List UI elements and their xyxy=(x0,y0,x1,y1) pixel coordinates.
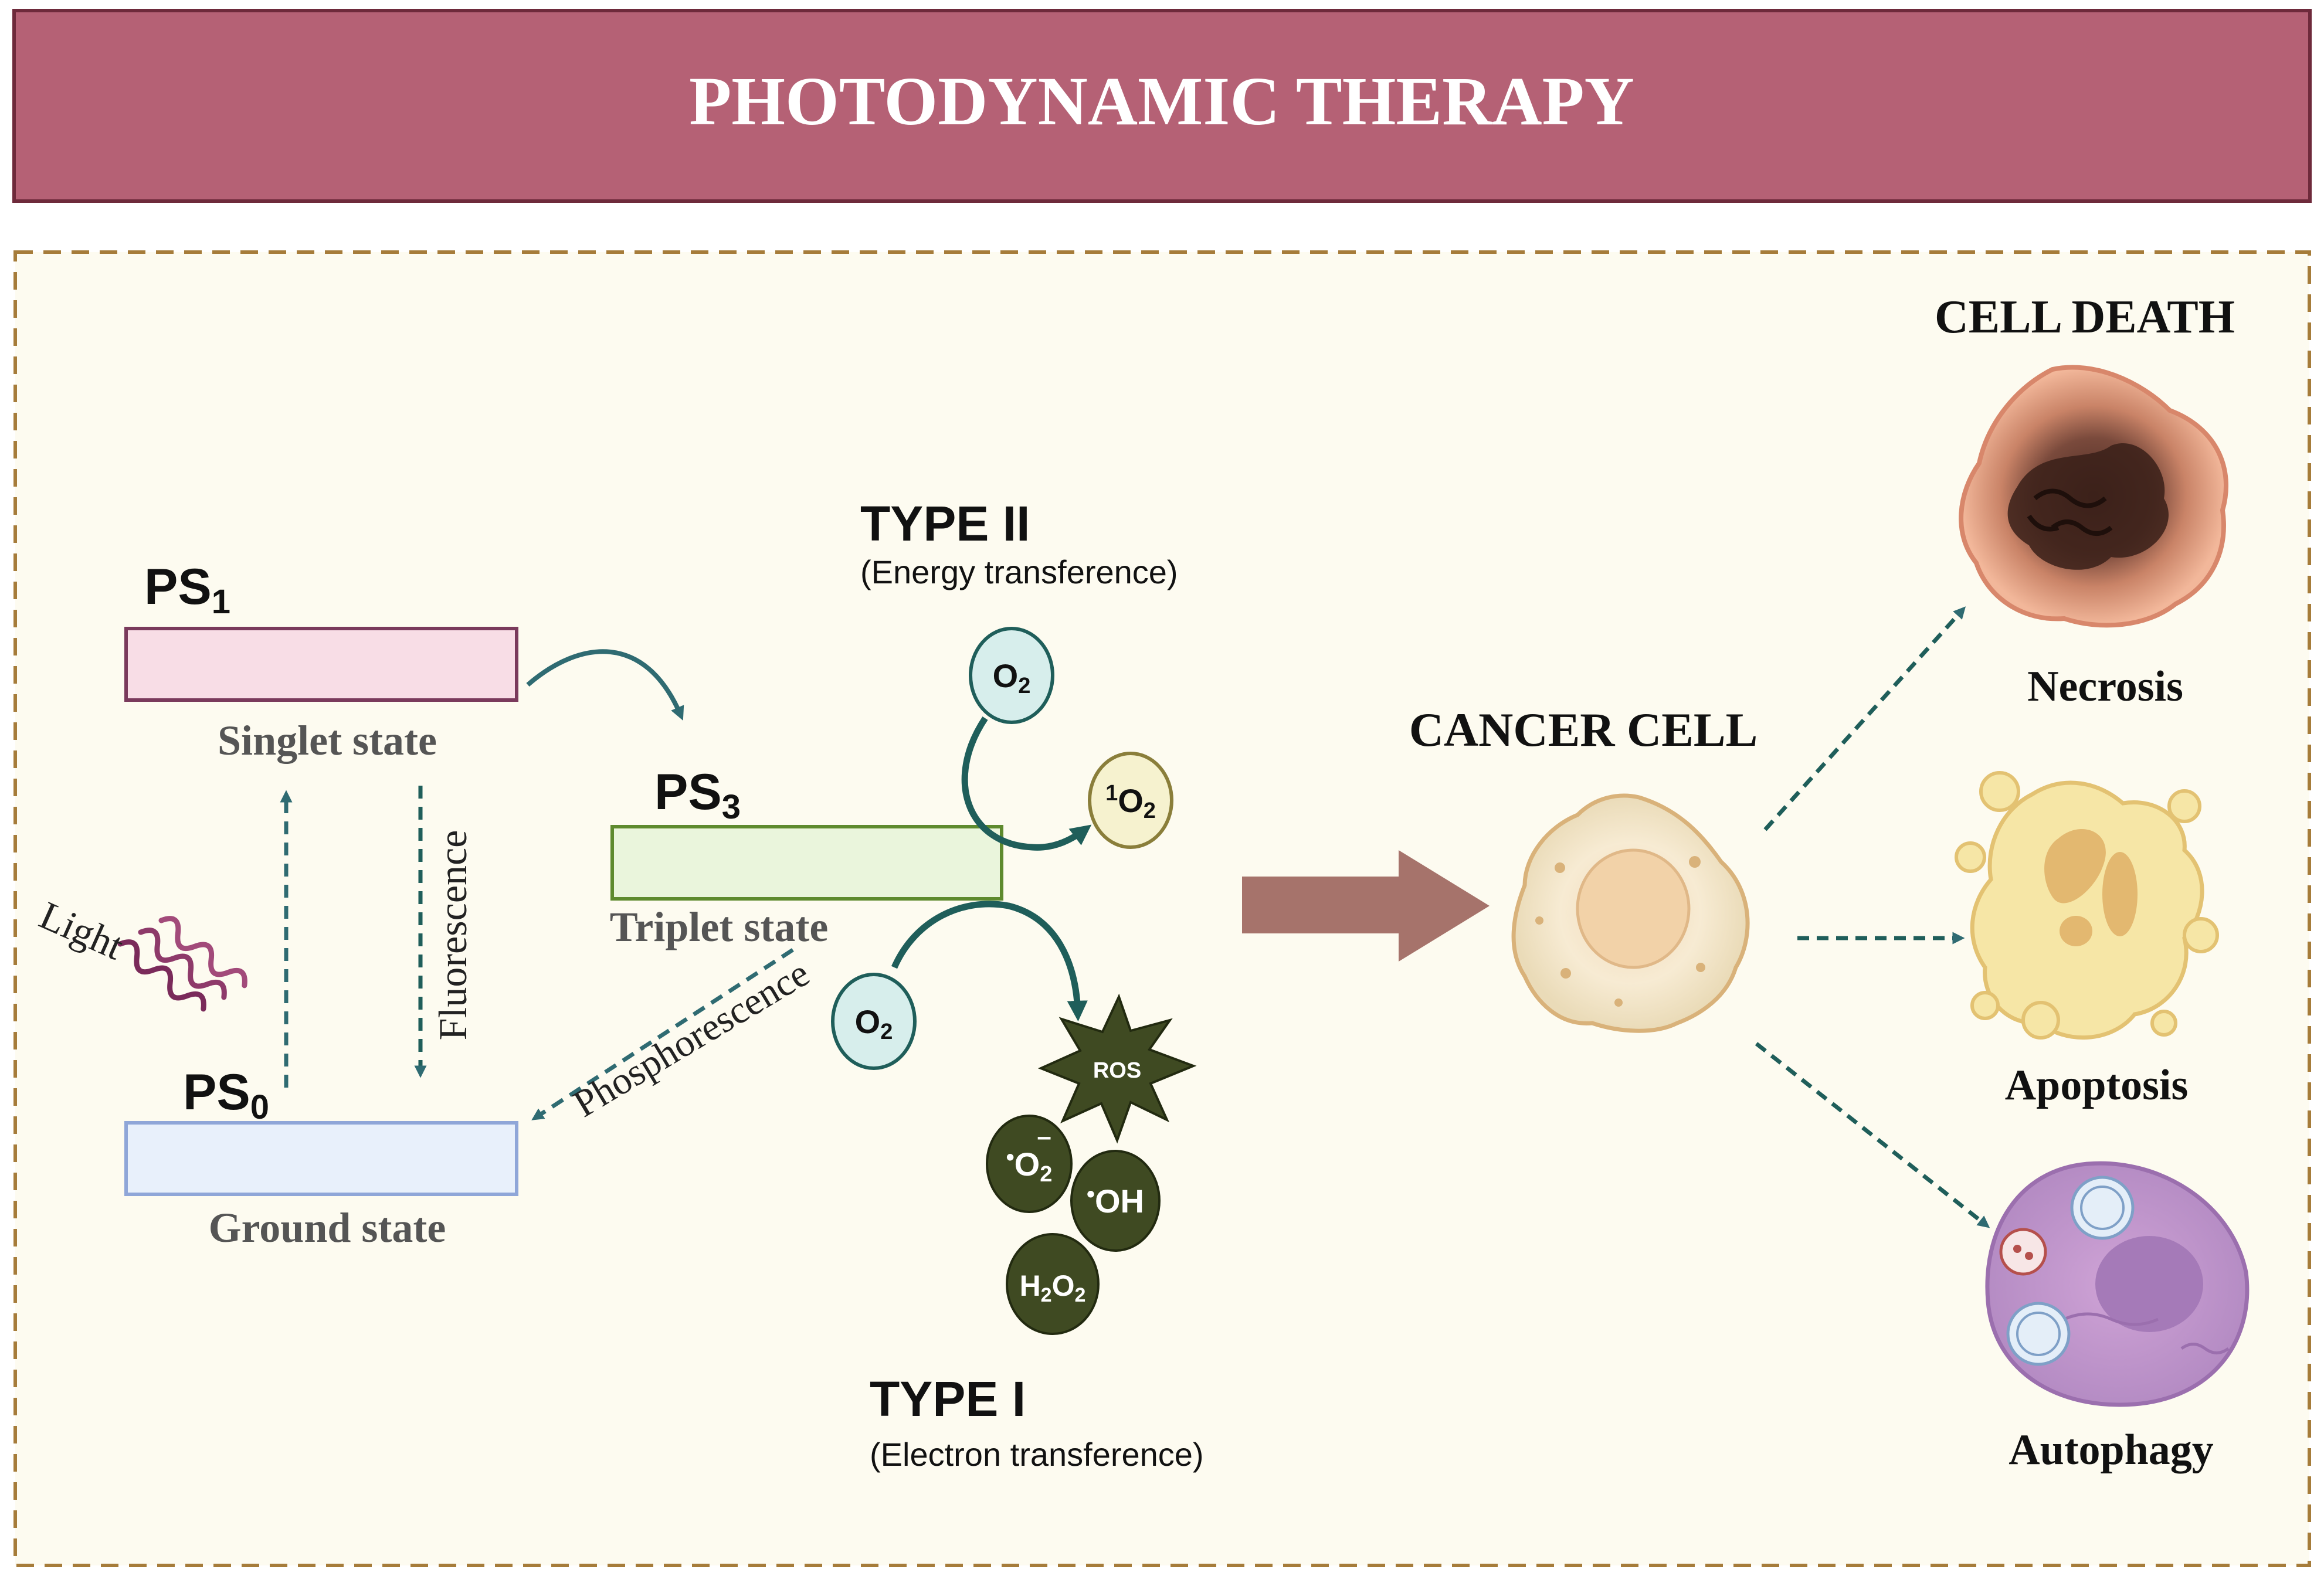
arrow-to-necrosis xyxy=(1763,606,1966,831)
intersystem-crossing-arrow xyxy=(526,649,684,721)
triplet-state-bar xyxy=(610,825,1003,901)
type-ii-reaction-arrow xyxy=(961,716,1092,851)
hydroxyl-radical-molecule xyxy=(1070,1150,1161,1252)
content-panel xyxy=(13,250,2311,1567)
triplet-state-label: Triplet state xyxy=(610,904,829,950)
autophagy-cell-icon xyxy=(1985,1161,2250,1407)
fluorescence-label: Fluorescence xyxy=(430,830,475,1041)
ground-state-label: Ground state xyxy=(209,1204,446,1251)
type-ii-title: TYPE II xyxy=(860,496,1030,551)
treatment-arrow xyxy=(1242,850,1490,962)
energy-diagram: PS1 Singlet state PS0 Ground state Fluor… xyxy=(33,559,1003,1251)
phosphorescence-arrow xyxy=(531,948,794,1120)
apoptosis-label: Apoptosis xyxy=(2005,1061,2189,1109)
ps1-label: PS1 xyxy=(144,559,230,621)
cancer-cell-label: CANCER CELL xyxy=(1409,703,1758,756)
type-i-pathway: O2 ROS •O2– •OH H2O2 TYPE I (Electron tr… xyxy=(831,901,1204,1473)
hydrogen-peroxide-molecule xyxy=(1006,1233,1100,1335)
cell-death-section: CELL DEATH Necrosis Apoptosis xyxy=(1755,291,2250,1474)
ps0-label: PS0 xyxy=(183,1064,269,1126)
oxygen-molecule-type-i xyxy=(831,973,917,1070)
singlet-oxygen-molecule xyxy=(1088,752,1173,849)
type-i-subtitle: (Electron transference) xyxy=(870,1436,1204,1473)
hydrogen-peroxide-label: H2O2 xyxy=(1020,1269,1086,1306)
cancer-cell: CANCER CELL xyxy=(1409,703,1758,1033)
singlet-oxygen-label: 1O2 xyxy=(1105,781,1156,823)
necrosis-cell-icon xyxy=(1959,365,2228,628)
type-i-reaction-arrow xyxy=(891,901,1088,1022)
superoxide-molecule xyxy=(986,1115,1073,1213)
diagram-title: PHOTODYNAMIC THERAPY xyxy=(689,63,1634,140)
hydroxyl-radical-label: •OH xyxy=(1087,1181,1144,1220)
ros-label: ROS xyxy=(1093,1058,1141,1083)
light-waves-icon xyxy=(117,916,247,1012)
o2-type-i-label: O2 xyxy=(855,1003,893,1044)
autophagy-label: Autophagy xyxy=(2009,1426,2214,1474)
cancer-cell-nucleus-icon xyxy=(1576,848,1691,969)
ground-state-bar xyxy=(124,1121,518,1196)
header-banner: PHOTODYNAMIC THERAPY xyxy=(12,9,2312,203)
superoxide-label: •O2– xyxy=(1006,1122,1053,1187)
singlet-state-label: Singlet state xyxy=(218,717,437,764)
type-i-title: TYPE I xyxy=(870,1371,1026,1426)
oxygen-molecule-type-ii xyxy=(969,627,1054,724)
cell-death-title: CELL DEATH xyxy=(1935,291,2235,343)
apoptosis-cell-icon xyxy=(1955,771,2219,1040)
ps3-label: PS3 xyxy=(654,764,741,826)
necrosis-label: Necrosis xyxy=(2027,663,2183,711)
arrow-to-autophagy xyxy=(1755,1042,1990,1228)
ros-burst-icon xyxy=(1037,993,1197,1144)
singlet-state-bar xyxy=(124,627,518,702)
o2-type-ii-label: O2 xyxy=(993,657,1031,698)
type-ii-pathway: TYPE II (Energy transference) O2 1O2 xyxy=(860,496,1178,851)
type-ii-subtitle: (Energy transference) xyxy=(860,553,1178,590)
